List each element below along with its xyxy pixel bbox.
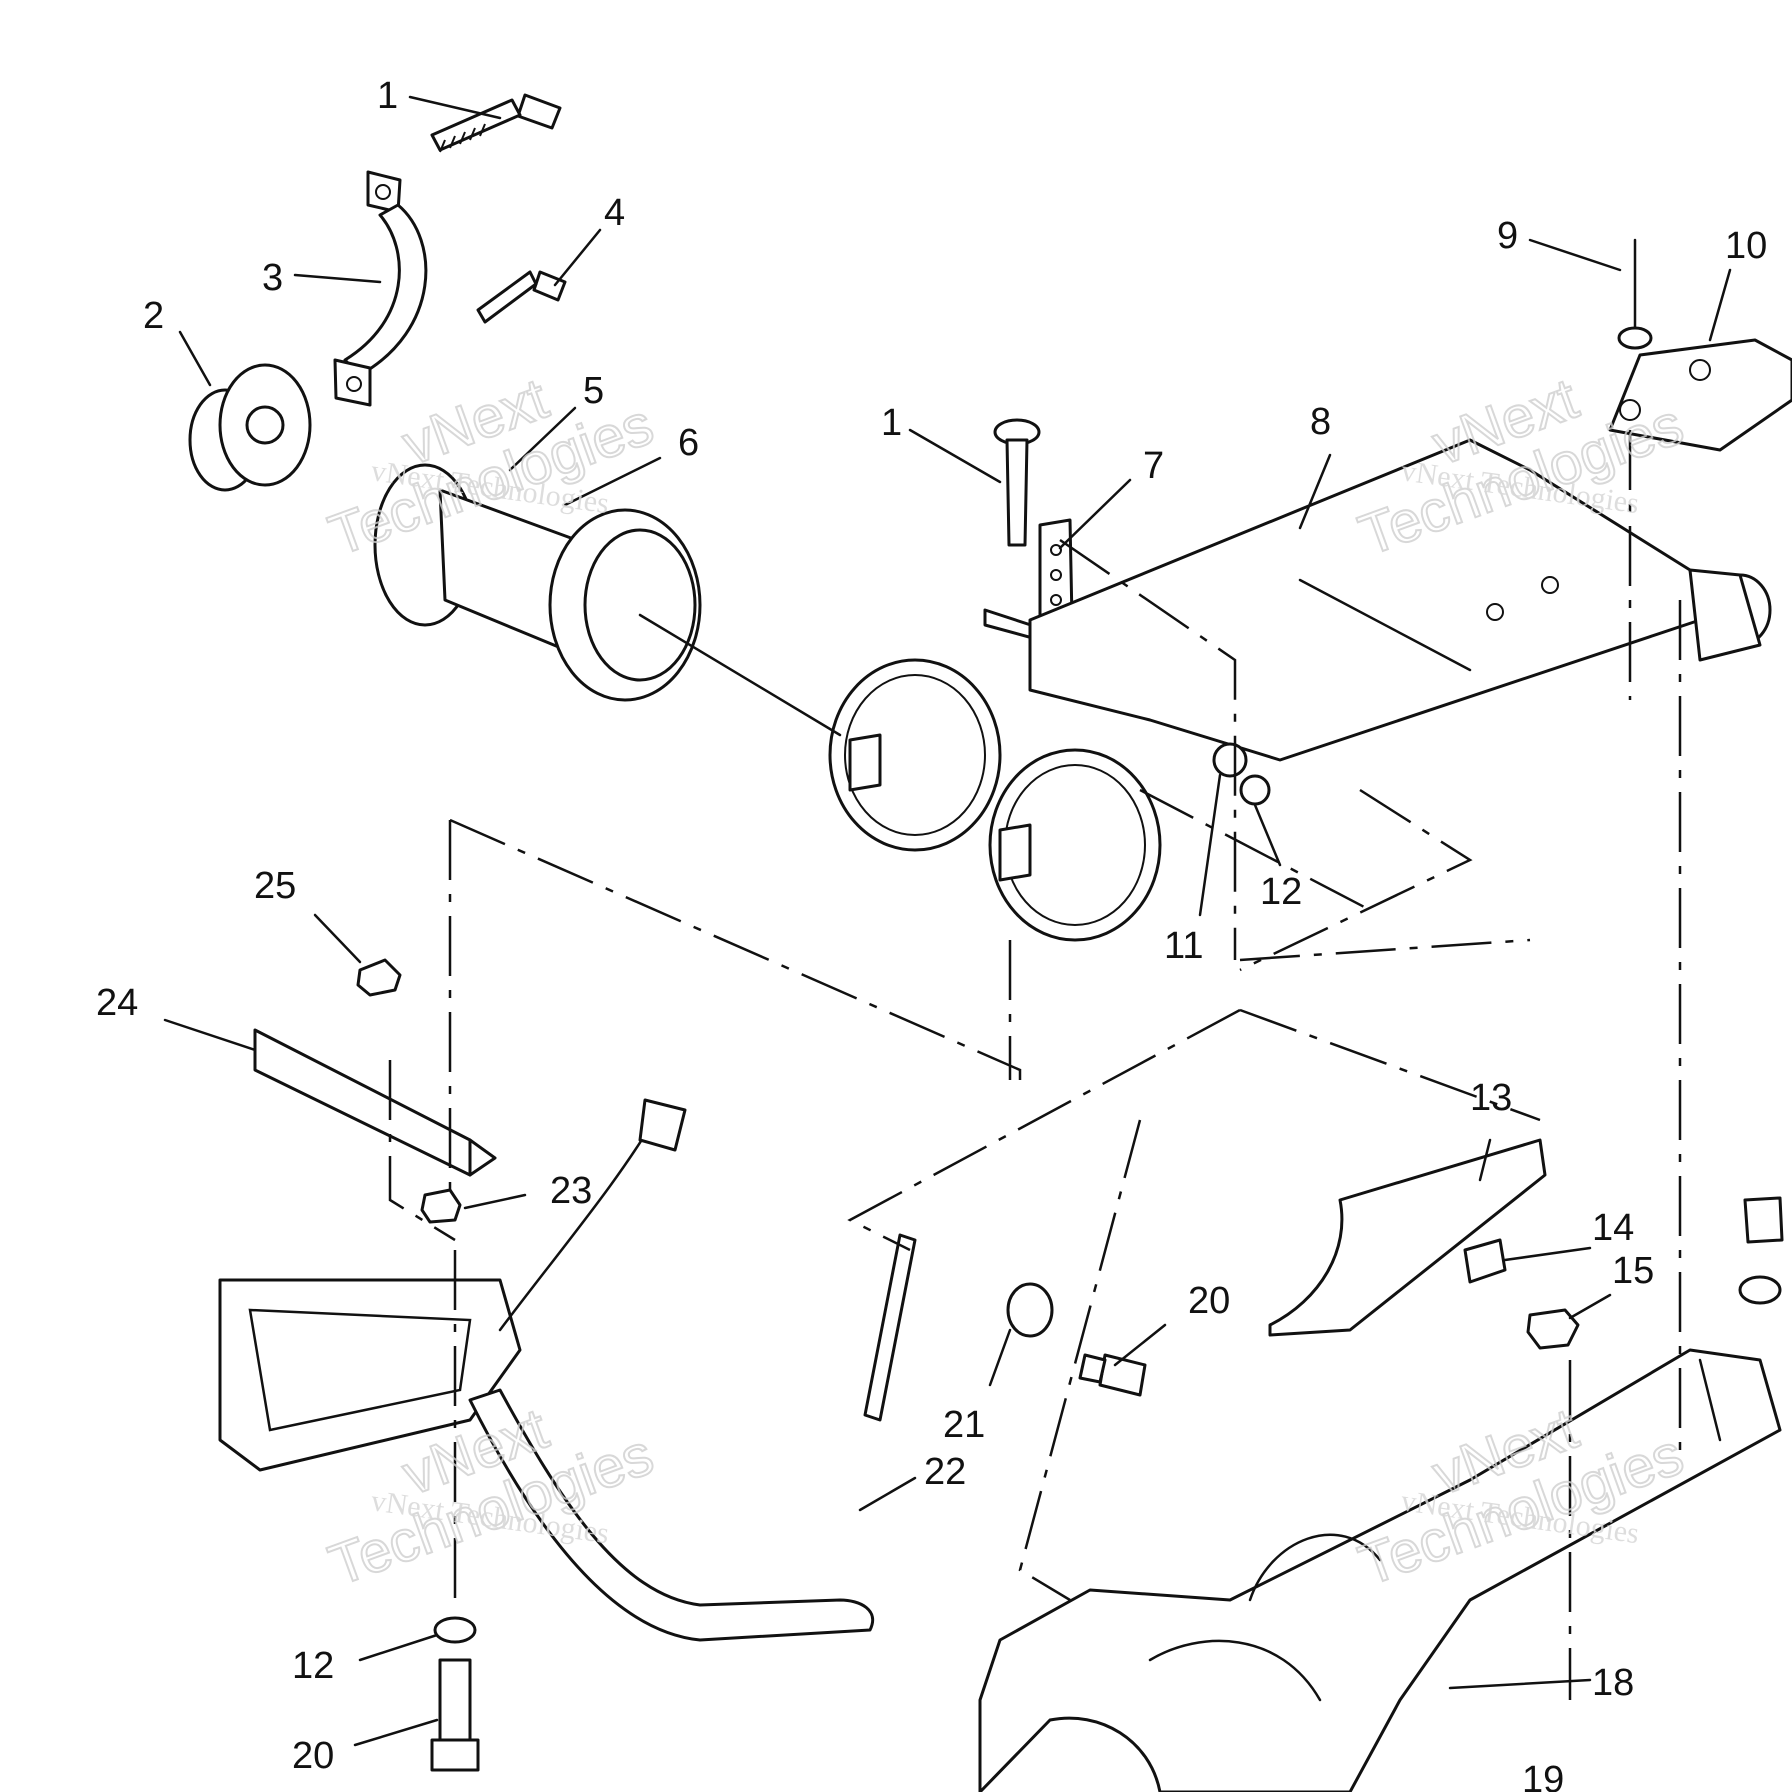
part-bolt-right: [1743, 1196, 1784, 1244]
assembly-dash-lines: [388, 430, 1682, 1700]
callout-8: 8: [1310, 401, 1331, 443]
part-bolt-4: [476, 270, 567, 324]
part-bracket-7: [983, 518, 1074, 642]
part-bolt-20: [1078, 1353, 1147, 1397]
callout-12-mid: 12: [1260, 871, 1302, 913]
leader-lines: [163, 95, 1732, 1747]
part-plate-10: [1608, 338, 1792, 452]
callout-2: 2: [143, 295, 164, 337]
part-carriage-bolt: [993, 418, 1041, 547]
part-pin-9: [1617, 238, 1653, 350]
part-bolt-20b: [430, 1658, 480, 1772]
part-plate-24: [253, 1028, 497, 1177]
part-bumper-guard: [218, 1098, 917, 1642]
part-main-arm: [1028, 438, 1772, 762]
part-spacer-14: [1463, 1238, 1507, 1284]
callout-4: 4: [604, 192, 625, 234]
callout-7: 7: [1143, 445, 1164, 487]
callout-24: 24: [96, 982, 138, 1024]
callout-14: 14: [1592, 1207, 1634, 1249]
part-clamp-right: [988, 748, 1162, 942]
callout-21: 21: [943, 1404, 985, 1446]
callout-22: 22: [924, 1451, 966, 1493]
part-bolt-top: [430, 93, 562, 153]
part-washer-12b: [433, 1616, 477, 1644]
callout-13: 13: [1470, 1077, 1512, 1119]
part-bracket-13: [1268, 1138, 1547, 1337]
callout-15: 15: [1612, 1250, 1654, 1292]
part-nut-23: [420, 1188, 462, 1224]
part-roller-assembly: [373, 463, 702, 702]
callout-19: 19: [1522, 1759, 1564, 1792]
part-washer-11: [1212, 742, 1248, 778]
callout-5: 5: [583, 370, 604, 412]
part-bolt-15: [1526, 1308, 1580, 1350]
callout-labels: 1 2 3 4 5 6 1 7 8 9 10 11 12 13 14 15 18…: [96, 75, 1767, 1792]
callout-1-top: 1: [377, 75, 398, 117]
callout-20-mid: 20: [1188, 1280, 1230, 1322]
part-clamp-left: [828, 658, 1002, 852]
callout-11: 11: [1164, 925, 1203, 967]
callout-1-mid: 1: [881, 402, 902, 444]
part-chain-guard: [978, 1348, 1782, 1792]
part-nut-25: [356, 958, 402, 997]
part-washer-right: [1738, 1275, 1782, 1305]
callout-20-low: 20: [292, 1735, 334, 1777]
part-bushing: [188, 363, 312, 492]
callout-18: 18: [1592, 1662, 1634, 1704]
callout-6: 6: [678, 422, 699, 464]
callout-9: 9: [1497, 215, 1518, 257]
callout-12-low: 12: [292, 1645, 334, 1687]
callout-23: 23: [550, 1170, 592, 1212]
callout-3: 3: [262, 257, 283, 299]
part-strap-clamp: [333, 170, 428, 407]
callout-10: 10: [1725, 225, 1767, 267]
callout-25: 25: [254, 865, 296, 907]
part-washer-21: [1006, 1282, 1054, 1338]
part-washer-12: [1239, 774, 1271, 806]
